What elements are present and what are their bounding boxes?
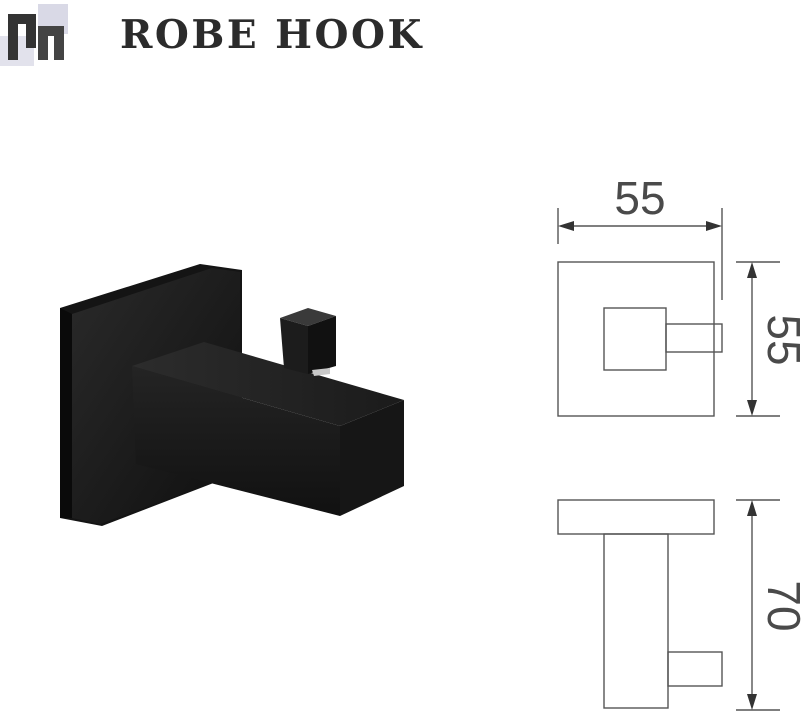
- page-title: ROBE HOOK: [120, 12, 424, 58]
- side-view-hook: [667, 651, 723, 687]
- side-view-arm: [603, 533, 669, 709]
- brand-logo-icon: [0, 0, 72, 72]
- robe-hook-product-image: [60, 264, 404, 526]
- depth-dimension-label: 70: [758, 580, 810, 631]
- header: ROBE HOOK: [0, 0, 810, 80]
- side-view-plate: [557, 499, 715, 535]
- height-dimension-label: 55: [758, 314, 810, 365]
- width-dimension-label: 55: [614, 172, 665, 224]
- top-view-plate: [557, 261, 715, 417]
- top-view-hook: [665, 323, 723, 353]
- top-view-arm: [603, 307, 667, 371]
- dimension-drawing: 55 55 70: [557, 172, 810, 711]
